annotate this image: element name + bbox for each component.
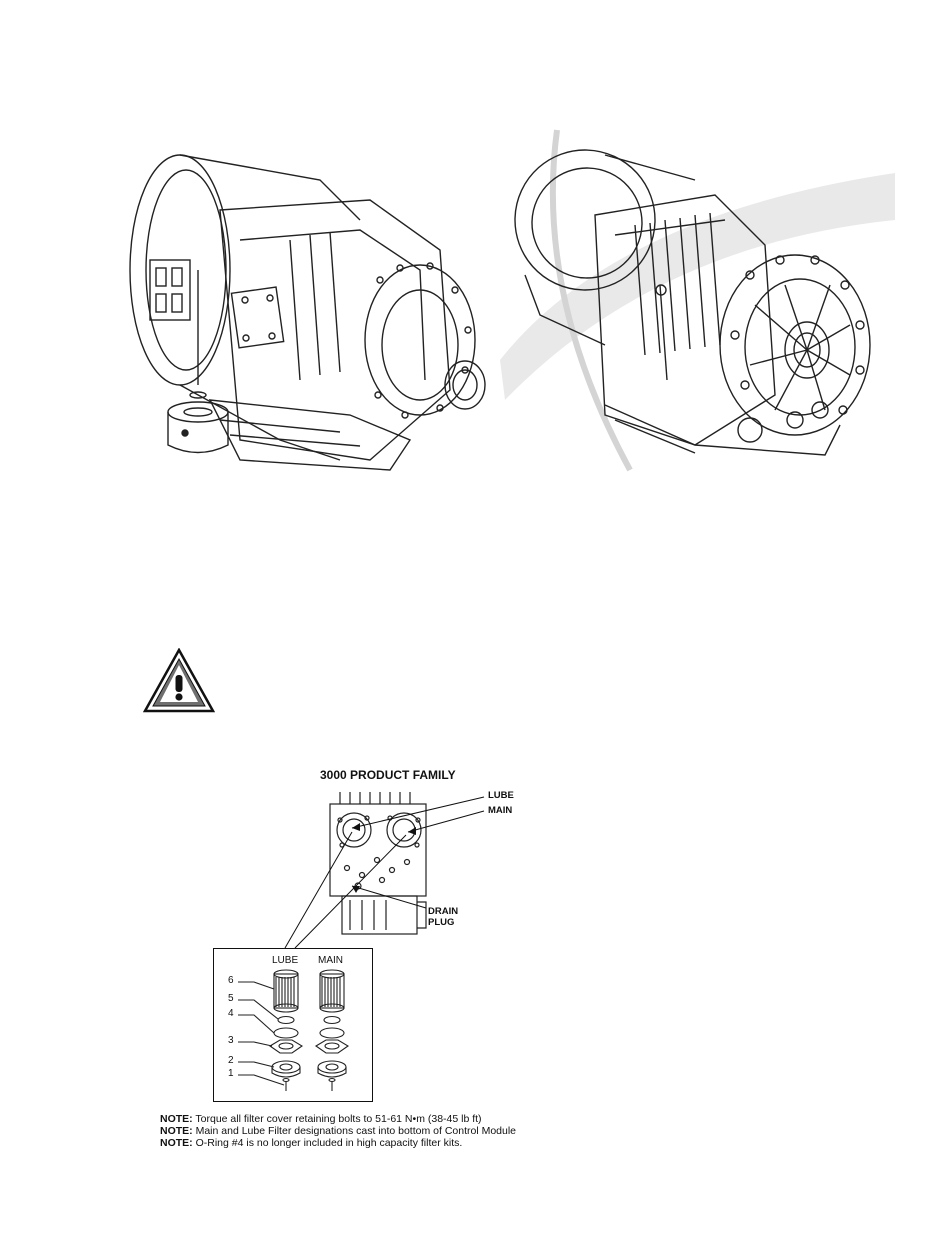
filter-parts-icon [214,949,372,1101]
filter-exploded-inset: LUBE MAIN 6 5 4 3 2 1 [213,948,373,1102]
note-row: NOTE: Main and Lube Filter designations … [160,1125,516,1137]
part-number-3: 3 [228,1035,234,1046]
callout-drain-1: DRAIN [428,906,458,917]
inset-col-main: MAIN [318,955,343,966]
note-label: NOTE: [160,1125,193,1137]
note-text: O-Ring #4 is no longer included in high … [196,1137,463,1149]
note-label: NOTE: [160,1113,193,1125]
callout-drain-2: PLUG [428,917,454,928]
callout-lube: LUBE [488,790,514,801]
callout-main: MAIN [488,805,512,816]
part-number-6: 6 [228,975,234,986]
part-number-5: 5 [228,993,234,1004]
note-label: NOTE: [160,1137,193,1149]
note-text: Torque all filter cover retaining bolts … [195,1113,481,1125]
part-number-1: 1 [228,1068,234,1079]
part-number-4: 4 [228,1008,234,1019]
part-number-2: 2 [228,1055,234,1066]
notes-block: NOTE: Torque all filter cover retaining … [160,1113,516,1149]
note-text: Main and Lube Filter designations cast i… [196,1125,516,1137]
note-row: NOTE: Torque all filter cover retaining … [160,1113,516,1125]
note-row: NOTE: O-Ring #4 is no longer included in… [160,1137,516,1149]
inset-col-lube: LUBE [272,955,298,966]
